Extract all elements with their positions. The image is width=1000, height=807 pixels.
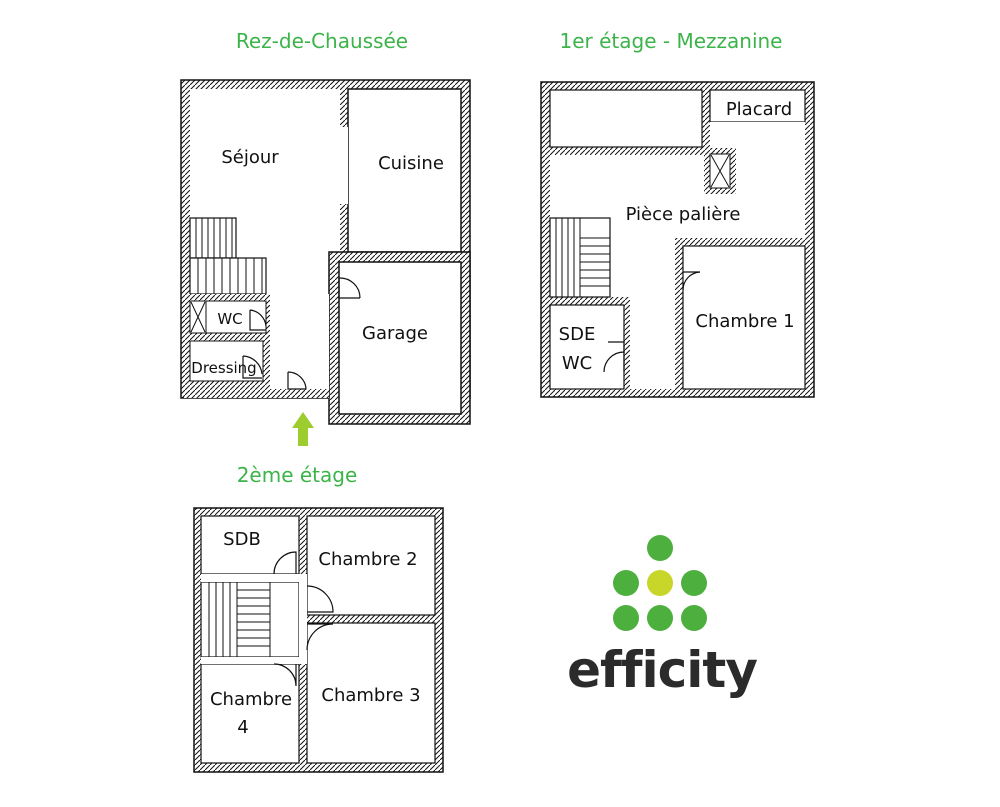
first-floor-walls <box>540 81 815 398</box>
logo-dot-icon <box>647 535 673 561</box>
logo-dot-icon <box>647 605 673 631</box>
ground-floor-doors <box>242 277 361 390</box>
wc-vent-icon <box>190 301 206 333</box>
room-label-garage: Garage <box>362 323 428 344</box>
second-floor-doors <box>273 551 334 687</box>
room-label-sejour: Séjour <box>221 147 279 168</box>
room-label-chambre-1: Chambre 1 <box>695 311 794 332</box>
room-label-sdb: SDB <box>223 529 261 550</box>
room-label-sde: SDE <box>559 324 596 345</box>
second-floor-walls <box>193 507 444 773</box>
first-floor-stairs <box>555 218 610 297</box>
room-label-chambre-2: Chambre 2 <box>318 549 417 570</box>
second-floor-stairs <box>200 582 271 657</box>
ground-floor-walls <box>180 79 471 425</box>
ground-floor-title: Rez-de-Chaussée <box>236 29 408 53</box>
entrance-arrow-icon <box>292 412 314 446</box>
room-label-chambre-3: Chambre 3 <box>321 685 420 706</box>
logo-dot-center-icon <box>647 570 673 596</box>
second-floor-title: 2ème étage <box>237 463 358 487</box>
logo-wordmark: efficity <box>567 641 757 699</box>
logo-dot-icon <box>613 605 639 631</box>
room-label-sde-wc: WC <box>562 353 592 374</box>
second-floor-plan: 2ème étage <box>193 463 444 773</box>
room-label-chambre-4-number: 4 <box>237 717 248 738</box>
logo-dot-icon <box>681 570 707 596</box>
ground-floor-plan: Rez-de-Chaussée <box>180 29 471 446</box>
vent-cross-icon <box>710 154 730 188</box>
ground-floor-stairs <box>195 218 263 294</box>
room-label-chambre-4: Chambre <box>210 689 292 710</box>
efficity-logo: efficity <box>567 535 758 699</box>
first-floor-plan: 1er étage - Mezzanine <box>540 29 815 398</box>
room-label-placard: Placard <box>726 99 792 120</box>
logo-dot-icon <box>681 605 707 631</box>
first-floor-doors <box>603 271 701 373</box>
room-label-dressing: Dressing <box>191 359 256 377</box>
room-label-piece-paliere: Pièce palière <box>626 204 741 225</box>
first-floor-title: 1er étage - Mezzanine <box>560 29 783 53</box>
room-label-cuisine: Cuisine <box>378 153 444 174</box>
logo-dot-icon <box>613 570 639 596</box>
room-label-wc: WC <box>217 310 242 328</box>
